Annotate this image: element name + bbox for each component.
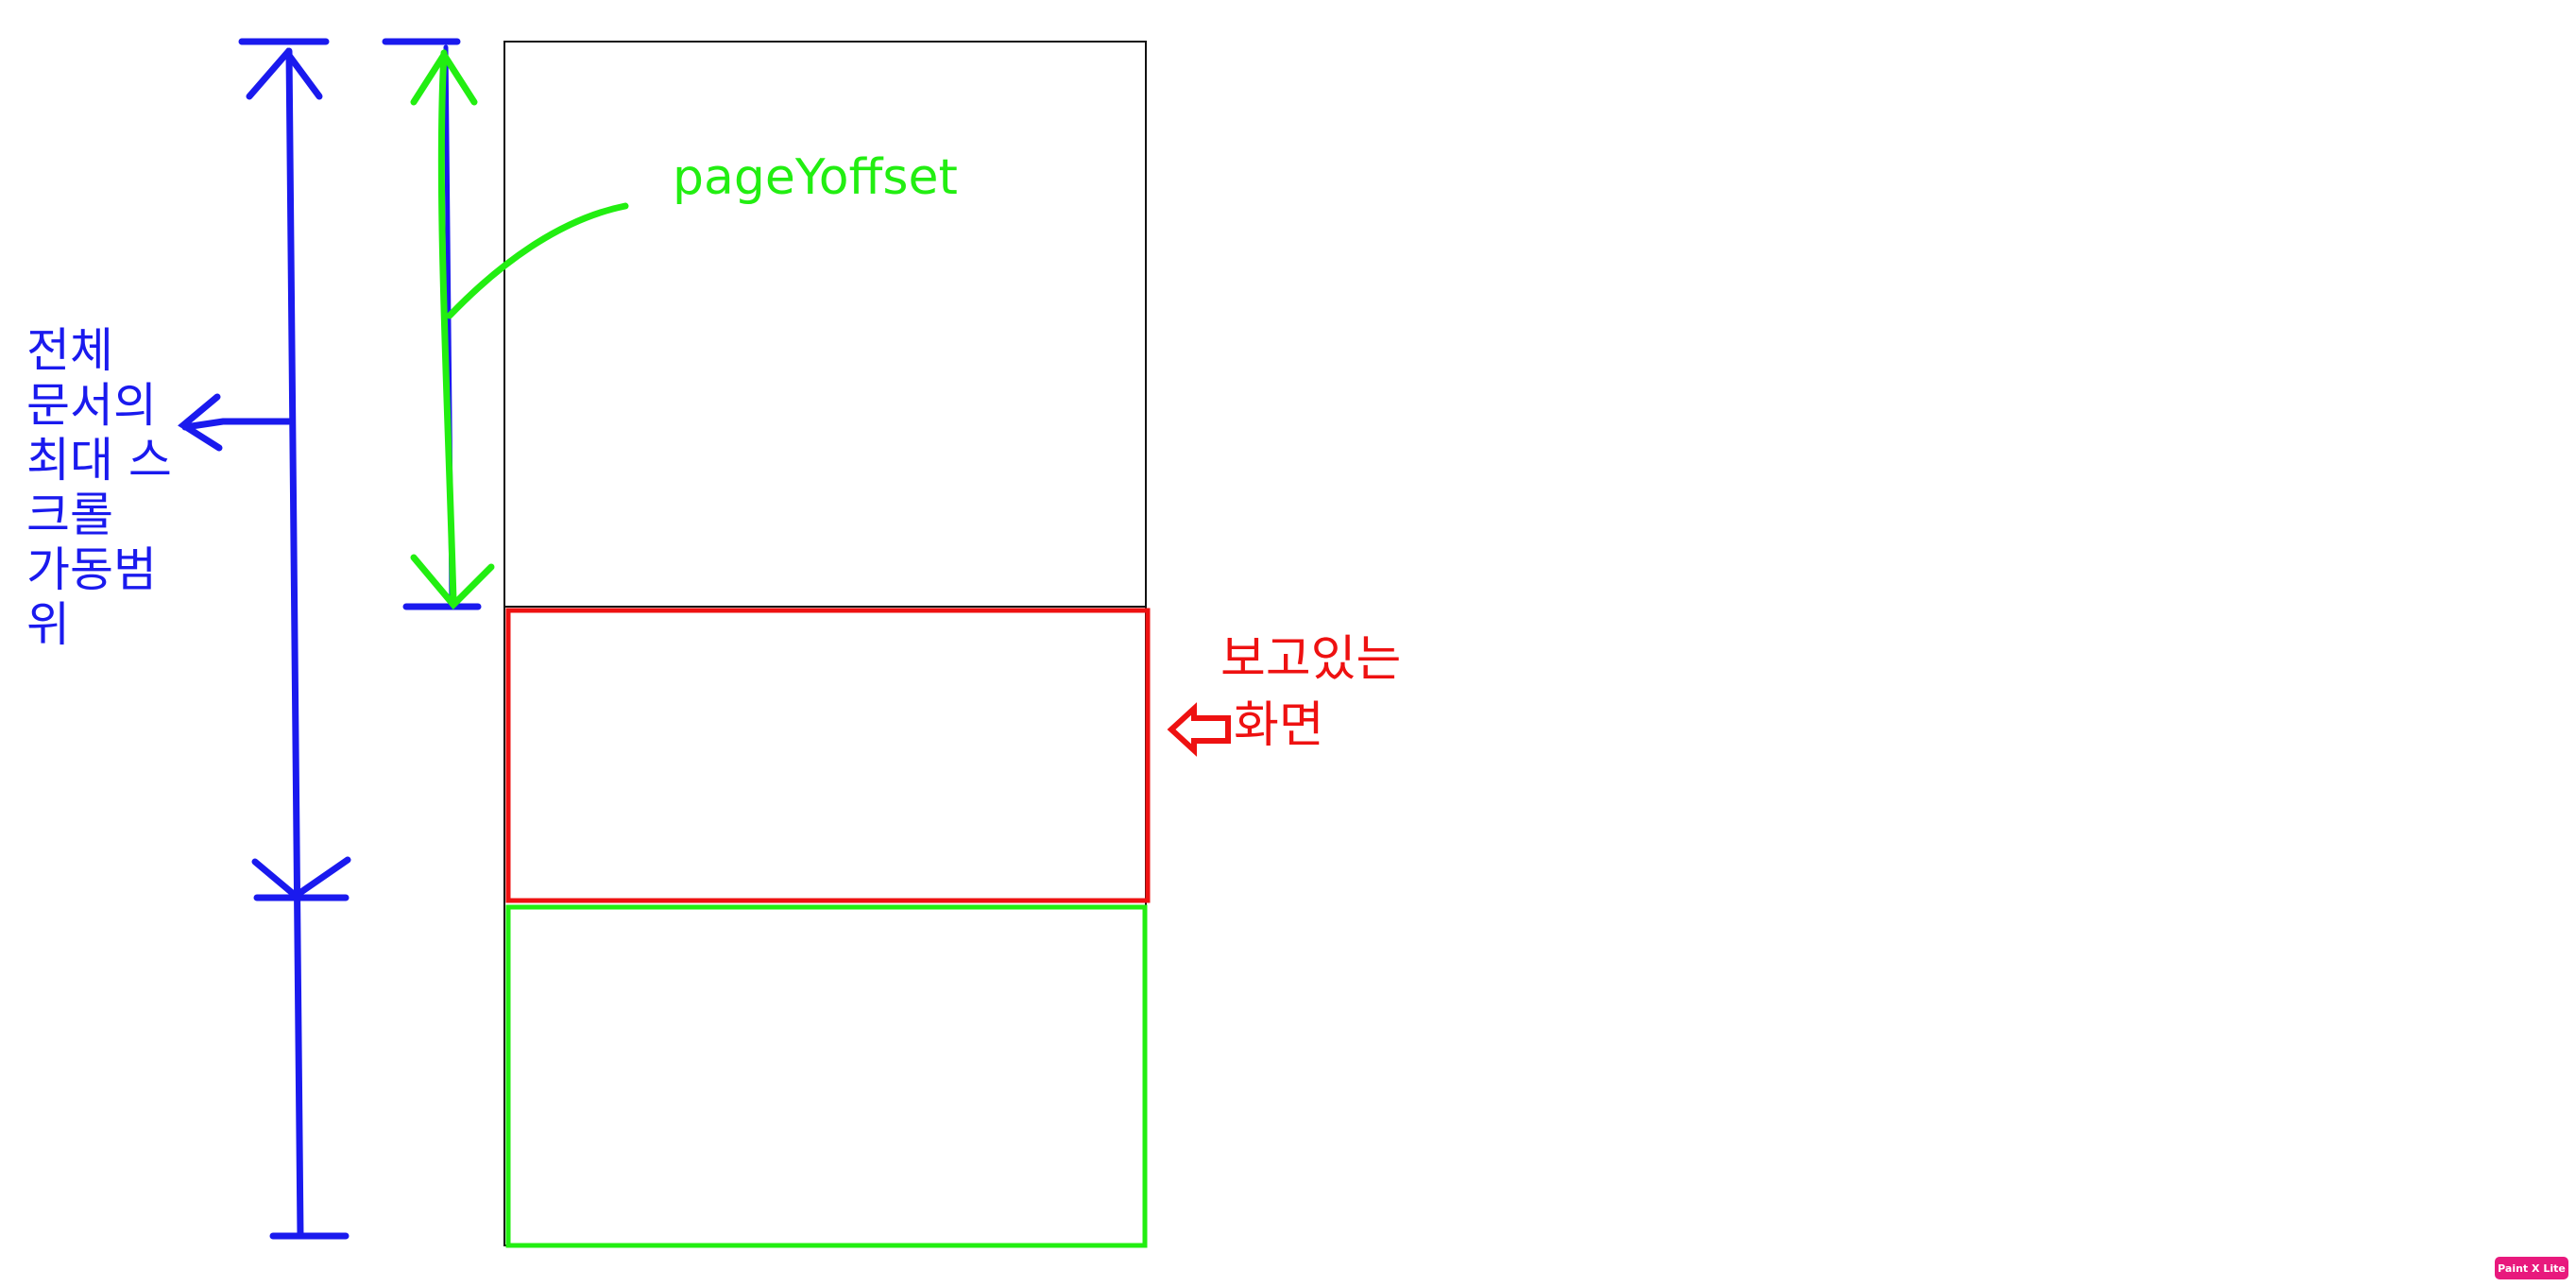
lower-green-box bbox=[505, 904, 1148, 1248]
scroll-range-line: 위 bbox=[26, 597, 70, 652]
page-y-offset-label: pageYoffset bbox=[673, 149, 958, 206]
scroll-range-label: 전체 문서의 최대 스 크롤 가동범 위 bbox=[26, 323, 172, 652]
scroll-range-line: 크롤 bbox=[26, 488, 113, 542]
scroll-range-line: 문서의 bbox=[26, 378, 157, 433]
document-box bbox=[503, 41, 1147, 1246]
page-y-offset-marker bbox=[382, 38, 495, 610]
scroll-range-line: 전체 bbox=[26, 323, 113, 378]
scroll-range-line: 가동범 bbox=[26, 542, 157, 597]
viewport-box bbox=[505, 608, 1151, 903]
viewport-label-line-2: 화면 bbox=[1234, 697, 1324, 754]
scroll-range-line: 최대 스 bbox=[26, 433, 172, 488]
hollow-arrow-left-icon bbox=[1167, 702, 1231, 757]
viewport-label-line-1: 보고있는 bbox=[1220, 631, 1402, 688]
page-y-offset-pointer bbox=[446, 202, 629, 319]
paint-x-lite-badge: Paint X Lite bbox=[2495, 1257, 2568, 1279]
arrow-left-icon bbox=[178, 393, 293, 452]
total-scroll-range-marker bbox=[238, 38, 351, 1240]
